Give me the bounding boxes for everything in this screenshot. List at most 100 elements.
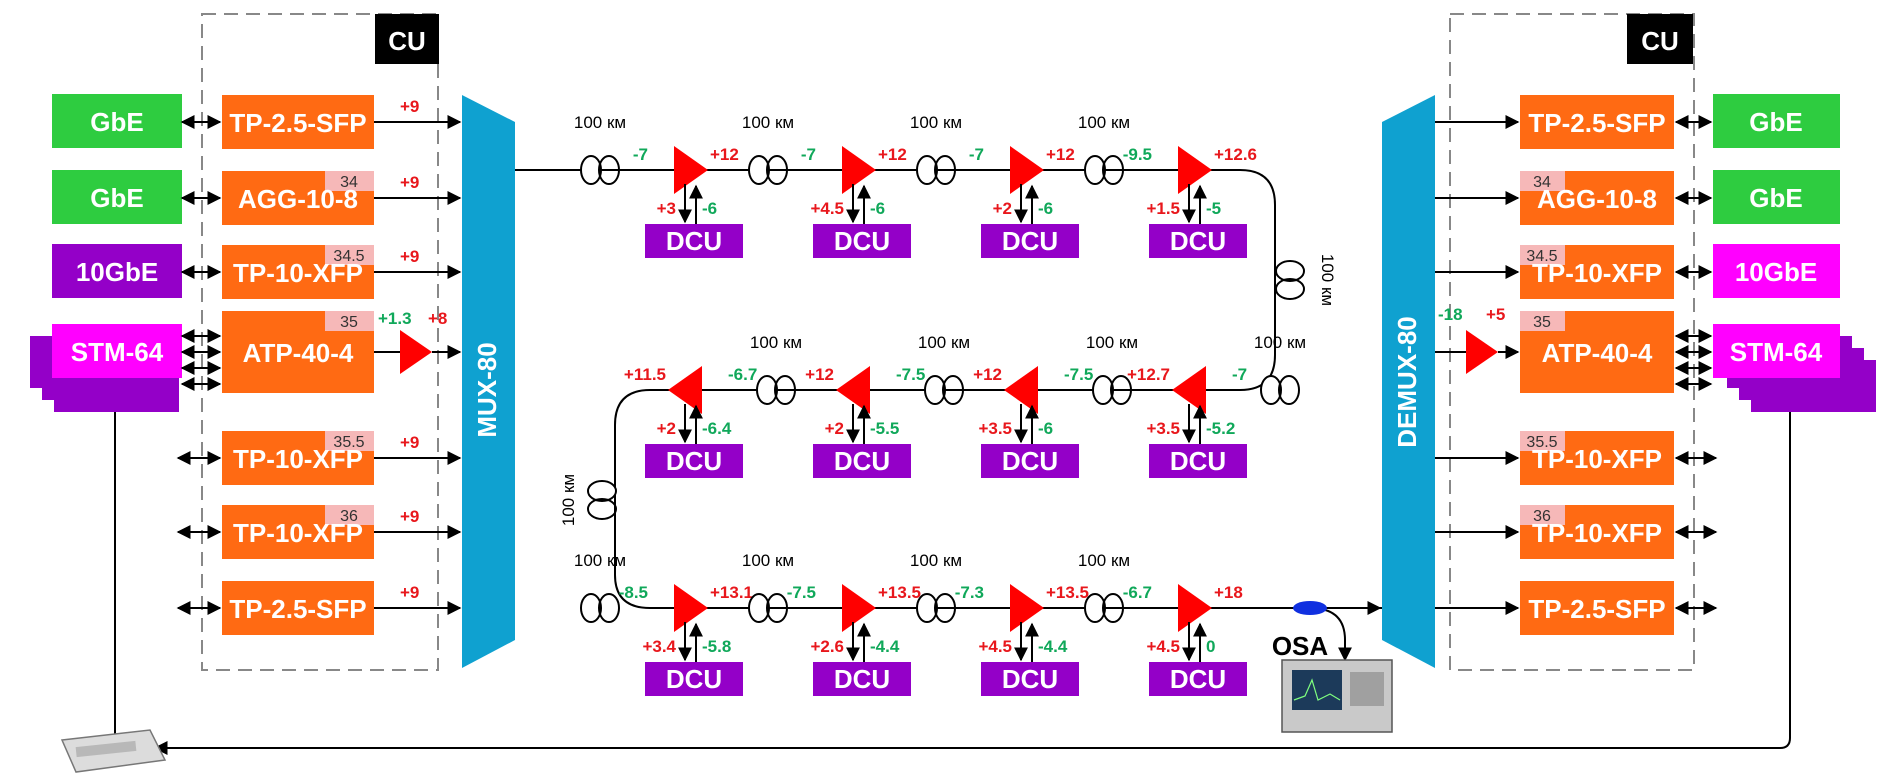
amp_row2-dcu-in-0: +3.5 xyxy=(1146,419,1180,438)
amp_row3-dcu-label-3: DCU xyxy=(1170,664,1226,694)
tx-channel-3: 35 xyxy=(340,314,358,331)
amp_row1-dcu-label-1: DCU xyxy=(834,226,890,256)
tx-power-0: +9 xyxy=(400,97,419,116)
rx-amp-out-3: +5 xyxy=(1486,305,1505,324)
amp_row2-in-3: -6.7 xyxy=(728,365,757,384)
amp_row2-dcu-in-2: +2 xyxy=(825,419,844,438)
amp_row3-dcu-in-1: +2.6 xyxy=(810,637,844,656)
amp_row3-dcu-label-0: DCU xyxy=(666,664,722,694)
amp_row3-out-3: +18 xyxy=(1214,583,1243,602)
amp_row1-dcu-label-3: DCU xyxy=(1170,226,1226,256)
amp_row2-span-label-2: 100 км xyxy=(918,333,970,352)
amp_row1-out-2: +12 xyxy=(1046,145,1075,164)
amp_row3-out-2: +13.5 xyxy=(1046,583,1089,602)
amp_row3-span-label-1: 100 км xyxy=(742,551,794,570)
amp_row3-in-0: -8.5 xyxy=(619,583,648,602)
amp_row2-dcu-label-3: DCU xyxy=(666,446,722,476)
client-right-label-0: GbE xyxy=(1749,107,1802,137)
amp_row1-amp-0[interactable] xyxy=(674,146,708,194)
rx-amplifier[interactable] xyxy=(1466,330,1498,374)
tx-power-1: +9 xyxy=(400,173,419,192)
rx-channel-3: 35 xyxy=(1533,314,1551,331)
amp_row1-in-0: -7 xyxy=(633,145,648,164)
client-left-label-0: GbE xyxy=(90,107,143,137)
amp_row2-in-2: -7.5 xyxy=(896,365,925,384)
tx-power-2: +9 xyxy=(400,247,419,266)
rx-module-label-2: TP-10-XFP xyxy=(1532,258,1662,288)
amp_row1-amp-3[interactable] xyxy=(1178,146,1212,194)
tx-power-6: +9 xyxy=(400,583,419,602)
tx-module-label-2: TP-10-XFP xyxy=(233,258,363,288)
tester-device[interactable] xyxy=(62,730,165,772)
tx-power-3: +1.3 xyxy=(378,309,412,328)
amp_row1-out-1: +12 xyxy=(878,145,907,164)
amp_row2-dcu-label-2: DCU xyxy=(834,446,890,476)
amp_row1-in-3: -9.5 xyxy=(1123,145,1152,164)
amp_row1-amp-1[interactable] xyxy=(842,146,876,194)
amp_row1-dcu-out-1: -6 xyxy=(870,199,885,218)
amp_row1-dcu-label-2: DCU xyxy=(1002,226,1058,256)
amp_row3-amp-1[interactable] xyxy=(842,584,876,632)
tx-module-label-1: AGG-10-8 xyxy=(238,184,358,214)
amp_row2-dcu-in-1: +3.5 xyxy=(978,419,1012,438)
amp_row3-span-label-3: 100 км xyxy=(1078,551,1130,570)
osa-instrument[interactable] xyxy=(1282,660,1392,732)
amp_row1-dcu-in-1: +4.5 xyxy=(810,199,844,218)
tx-module-label-3: ATP-40-4 xyxy=(243,338,354,368)
rx-module-label-5: TP-10-XFP xyxy=(1532,518,1662,548)
amp_row3-dcu-in-2: +4.5 xyxy=(978,637,1012,656)
client-right-label-2: 10GbE xyxy=(1735,257,1817,287)
amp_row1-span-label-1: 100 км xyxy=(742,113,794,132)
rx-module-label-1: AGG-10-8 xyxy=(1537,184,1657,214)
rx-module-label-3: ATP-40-4 xyxy=(1542,338,1653,368)
rx-module-label-6: TP-2.5-SFP xyxy=(1528,594,1665,624)
tx-module-label-4: TP-10-XFP xyxy=(233,444,363,474)
amp_row1-span-label-3: 100 км xyxy=(1078,113,1130,132)
amp_row1-dcu-out-0: -6 xyxy=(702,199,717,218)
amp_row3-amp-0[interactable] xyxy=(674,584,708,632)
amp_row3-amp-3[interactable] xyxy=(1178,584,1212,632)
amp_row2-span-coil-0 xyxy=(1261,376,1299,404)
tx-modules: TP-2.5-SFP+934AGG-10-8+934.5TP-10-XFP+93… xyxy=(178,95,460,635)
amp_row3-in-2: -7.3 xyxy=(955,583,984,602)
amp_row2-in-1: -7.5 xyxy=(1064,365,1093,384)
tx-module-label-0: TP-2.5-SFP xyxy=(229,108,366,138)
rx-module-label-4: TP-10-XFP xyxy=(1532,444,1662,474)
amp_row1-in-2: -7 xyxy=(969,145,984,164)
left-clients: GbEGbE10GbESTM-64 xyxy=(30,94,182,412)
tx-power-4: +9 xyxy=(400,433,419,452)
amp_row3-amp-2[interactable] xyxy=(1010,584,1044,632)
amp_row1-in-1: -7 xyxy=(801,145,816,164)
amp_row2-dcu-out-0: -5.2 xyxy=(1206,419,1235,438)
amp_row2-dcu-label-0: DCU xyxy=(1170,446,1226,476)
amp_row2-dcu-out-3: -6.4 xyxy=(702,419,732,438)
rx-modules: TP-2.5-SFP34AGG-10-834.5TP-10-XFP35ATP-4… xyxy=(1435,95,1716,635)
amp_row1-dcu-label-0: DCU xyxy=(666,226,722,256)
amp_row3-dcu-label-1: DCU xyxy=(834,664,890,694)
rx-module-label-0: TP-2.5-SFP xyxy=(1528,108,1665,138)
tx-amplifier[interactable] xyxy=(400,330,432,374)
amp_row1-amp-2[interactable] xyxy=(1010,146,1044,194)
amp_row2-dcu-label-1: DCU xyxy=(1002,446,1058,476)
right-clients: GbEGbE10GbESTM-64 xyxy=(1713,94,1876,412)
amp_row1-dcu-out-2: -6 xyxy=(1038,199,1053,218)
amp_row2-out-2: +12 xyxy=(805,365,834,384)
span-coil-right-vertical xyxy=(1276,261,1304,299)
amp_row2-span-label-3: 100 км xyxy=(750,333,802,352)
tx-module-label-6: TP-2.5-SFP xyxy=(229,594,366,624)
cu-left-label: CU xyxy=(388,26,426,56)
client-right-label-3: STM-64 xyxy=(1730,337,1823,367)
amp_row1-out-3: +12.6 xyxy=(1214,145,1257,164)
rx-amp-in-3: -18 xyxy=(1438,305,1463,324)
amp_row3-span-label-0: 100 км xyxy=(574,551,626,570)
client-left-label-1: GbE xyxy=(90,183,143,213)
amp_row2-dcu-out-2: -5.5 xyxy=(870,419,899,438)
mux-label: MUX-80 xyxy=(472,342,502,437)
amp_row2-span-label-0: 100 км xyxy=(1254,333,1306,352)
tx-amp-out-3: +8 xyxy=(428,309,447,328)
span-label-left-vertical: 100 км xyxy=(559,474,578,526)
amp_row3-dcu-out-1: -4.4 xyxy=(870,637,900,656)
amp_row3-dcu-in-0: +3.4 xyxy=(642,637,676,656)
amp_row3-span-coil-0 xyxy=(581,594,619,622)
